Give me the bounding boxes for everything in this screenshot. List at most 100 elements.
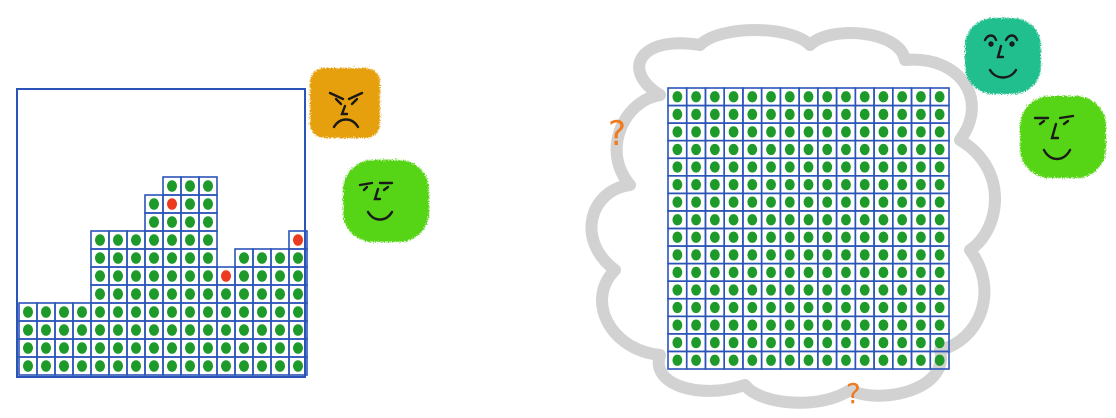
green-dot bbox=[184, 234, 196, 246]
green-dot bbox=[784, 196, 795, 208]
green-dot bbox=[897, 126, 908, 138]
green-dot bbox=[766, 91, 776, 103]
green-dot bbox=[878, 354, 889, 366]
green-dot bbox=[292, 252, 304, 264]
green-dot bbox=[709, 337, 720, 349]
green-dot bbox=[148, 252, 160, 264]
green-dot bbox=[878, 249, 889, 261]
green-dot bbox=[709, 108, 720, 120]
green-dot bbox=[803, 301, 814, 314]
green-dot bbox=[166, 360, 178, 372]
green-dot bbox=[784, 231, 795, 243]
green-dot bbox=[915, 108, 926, 120]
green-dot bbox=[292, 306, 304, 318]
grid-cell bbox=[929, 350, 950, 370]
green-dot bbox=[897, 231, 908, 243]
green-dot bbox=[878, 301, 889, 314]
green-dot bbox=[22, 324, 34, 336]
green-dot bbox=[878, 284, 889, 296]
green-dot bbox=[691, 249, 702, 261]
green-dot bbox=[691, 108, 702, 120]
green-dot bbox=[784, 143, 795, 156]
green-dot bbox=[897, 249, 908, 261]
green-dot bbox=[784, 161, 795, 173]
green-dot bbox=[878, 126, 889, 138]
green-dot bbox=[747, 91, 758, 103]
green-dot bbox=[274, 306, 286, 318]
green-dot bbox=[897, 161, 908, 173]
green-dot bbox=[672, 196, 683, 208]
question-mark-bottom: ? bbox=[846, 377, 861, 410]
green-dot bbox=[691, 161, 702, 173]
green-dot bbox=[841, 301, 851, 314]
green-dot bbox=[803, 91, 814, 103]
happy-face-left-icon bbox=[343, 160, 429, 242]
green-dot bbox=[897, 196, 908, 208]
green-dot bbox=[822, 196, 833, 208]
green-dot bbox=[747, 301, 758, 314]
green-dot bbox=[202, 270, 214, 282]
green-dot bbox=[691, 301, 702, 314]
red-dot bbox=[220, 270, 232, 282]
green-dot bbox=[915, 196, 926, 208]
green-dot bbox=[256, 342, 268, 354]
green-dot bbox=[709, 178, 720, 191]
happy-face-top-icon bbox=[965, 18, 1041, 94]
green-dot bbox=[878, 143, 889, 156]
green-dot bbox=[130, 324, 142, 336]
green-dot bbox=[878, 178, 889, 191]
green-dot bbox=[841, 214, 851, 226]
green-dot bbox=[915, 178, 926, 191]
green-dot bbox=[274, 324, 286, 336]
green-dot bbox=[766, 214, 776, 226]
green-dot bbox=[256, 270, 268, 282]
green-dot bbox=[747, 354, 758, 366]
green-dot bbox=[822, 126, 833, 138]
green-dot bbox=[709, 214, 720, 226]
green-dot bbox=[747, 337, 758, 349]
green-dot bbox=[934, 354, 945, 366]
green-dot bbox=[728, 319, 739, 331]
green-dot bbox=[184, 324, 196, 336]
green-dot bbox=[822, 231, 833, 243]
green-dot bbox=[148, 216, 160, 228]
green-dot bbox=[202, 324, 214, 336]
green-dot bbox=[292, 342, 304, 354]
green-dot bbox=[766, 284, 776, 296]
green-dot bbox=[822, 214, 833, 226]
green-dot bbox=[728, 249, 739, 261]
green-dot bbox=[76, 342, 88, 354]
green-dot bbox=[878, 319, 889, 331]
green-dot bbox=[728, 178, 739, 191]
green-dot bbox=[728, 266, 739, 279]
green-dot bbox=[822, 143, 833, 156]
green-dot bbox=[934, 284, 945, 296]
green-dot bbox=[747, 284, 758, 296]
green-dot bbox=[709, 284, 720, 296]
green-dot bbox=[94, 270, 106, 282]
green-dot bbox=[238, 342, 250, 354]
green-dot bbox=[766, 196, 776, 208]
green-dot bbox=[148, 288, 160, 300]
green-dot bbox=[672, 301, 683, 314]
green-dot bbox=[897, 91, 908, 103]
green-dot bbox=[897, 354, 908, 366]
green-dot bbox=[841, 249, 851, 261]
green-dot bbox=[934, 249, 945, 261]
green-dot bbox=[292, 360, 304, 372]
green-dot bbox=[728, 196, 739, 208]
green-dot bbox=[672, 337, 683, 349]
green-dot bbox=[915, 301, 926, 314]
red-dot bbox=[166, 198, 178, 210]
green-dot bbox=[878, 161, 889, 173]
green-dot bbox=[784, 91, 795, 103]
green-dot bbox=[841, 354, 851, 366]
green-dot bbox=[841, 337, 851, 349]
green-dot bbox=[184, 216, 196, 228]
green-dot bbox=[841, 108, 851, 120]
green-dot bbox=[859, 214, 870, 226]
green-dot bbox=[859, 196, 870, 208]
green-dot bbox=[859, 231, 870, 243]
green-dot bbox=[274, 360, 286, 372]
